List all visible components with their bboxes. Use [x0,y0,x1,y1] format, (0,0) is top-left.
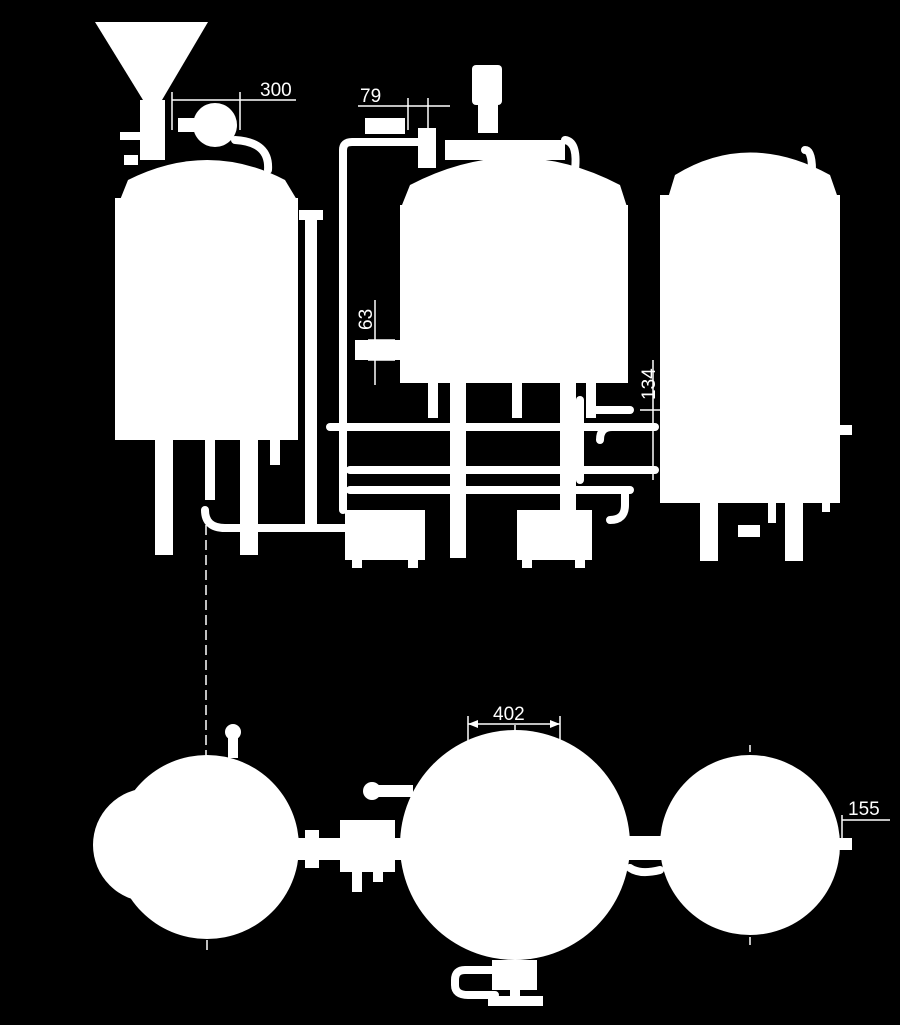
brew-kettle-vessel [339,65,628,558]
dimension-300: 300 [171,80,296,130]
whirlpool-plan [660,745,852,945]
mash-tun-vessel [95,22,298,555]
riser-pipe [305,215,317,525]
pump-left [345,510,425,568]
mash-tun-plan [93,724,299,950]
dimension-63: 63 [356,300,395,385]
dimension-402-label: 402 [493,704,525,725]
elevation-view: 300 79 63 134 [95,22,852,760]
dimension-79: 79 [358,86,450,130]
kettle-whirlpool-connector [625,836,665,877]
pump-right [517,510,592,568]
dimension-79-label: 79 [360,86,381,107]
plan-view: 402 155 [93,704,890,1006]
dimension-300-label: 300 [260,80,292,101]
dimension-402: 402 [467,704,561,745]
transfer-valve-plan [298,782,413,892]
whirlpool-vessel [660,146,852,561]
brew-kettle-plan [400,725,630,1006]
dimension-155: 155 [841,799,890,845]
dimension-134-label: 134 [639,368,660,400]
dimension-63-label: 63 [356,309,377,330]
dimension-155-label: 155 [848,799,880,820]
dimension-134: 134 [639,360,660,480]
